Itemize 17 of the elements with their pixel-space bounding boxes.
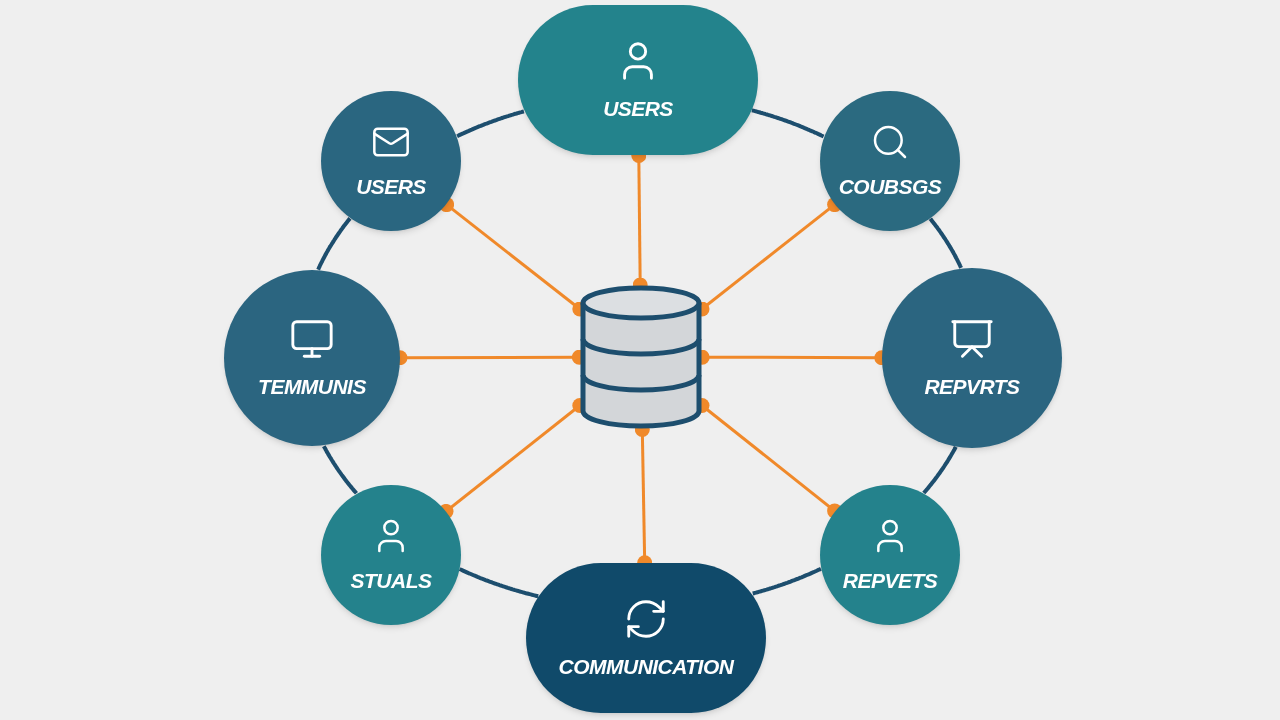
node-label: REPVETS: [841, 567, 939, 594]
node-label: COMMUNICATION: [557, 653, 736, 680]
ring-connector: [751, 108, 825, 139]
node-label: STUALS: [349, 567, 433, 594]
database-cylinder: [580, 285, 702, 429]
node-label: TEMMUNIS: [257, 373, 367, 400]
node-label: USERS: [355, 173, 427, 200]
ring-connector: [458, 567, 539, 599]
ring-connector: [928, 217, 963, 269]
ring-connector: [751, 566, 822, 596]
node-label: REPVRTS: [923, 373, 1021, 400]
ring-connector: [456, 109, 525, 138]
node-label: USERS: [602, 95, 674, 122]
ring-connector: [922, 445, 958, 495]
ring-connector: [316, 217, 352, 271]
ring-connector: [322, 445, 358, 495]
node-label: COUBSGS: [837, 173, 943, 200]
